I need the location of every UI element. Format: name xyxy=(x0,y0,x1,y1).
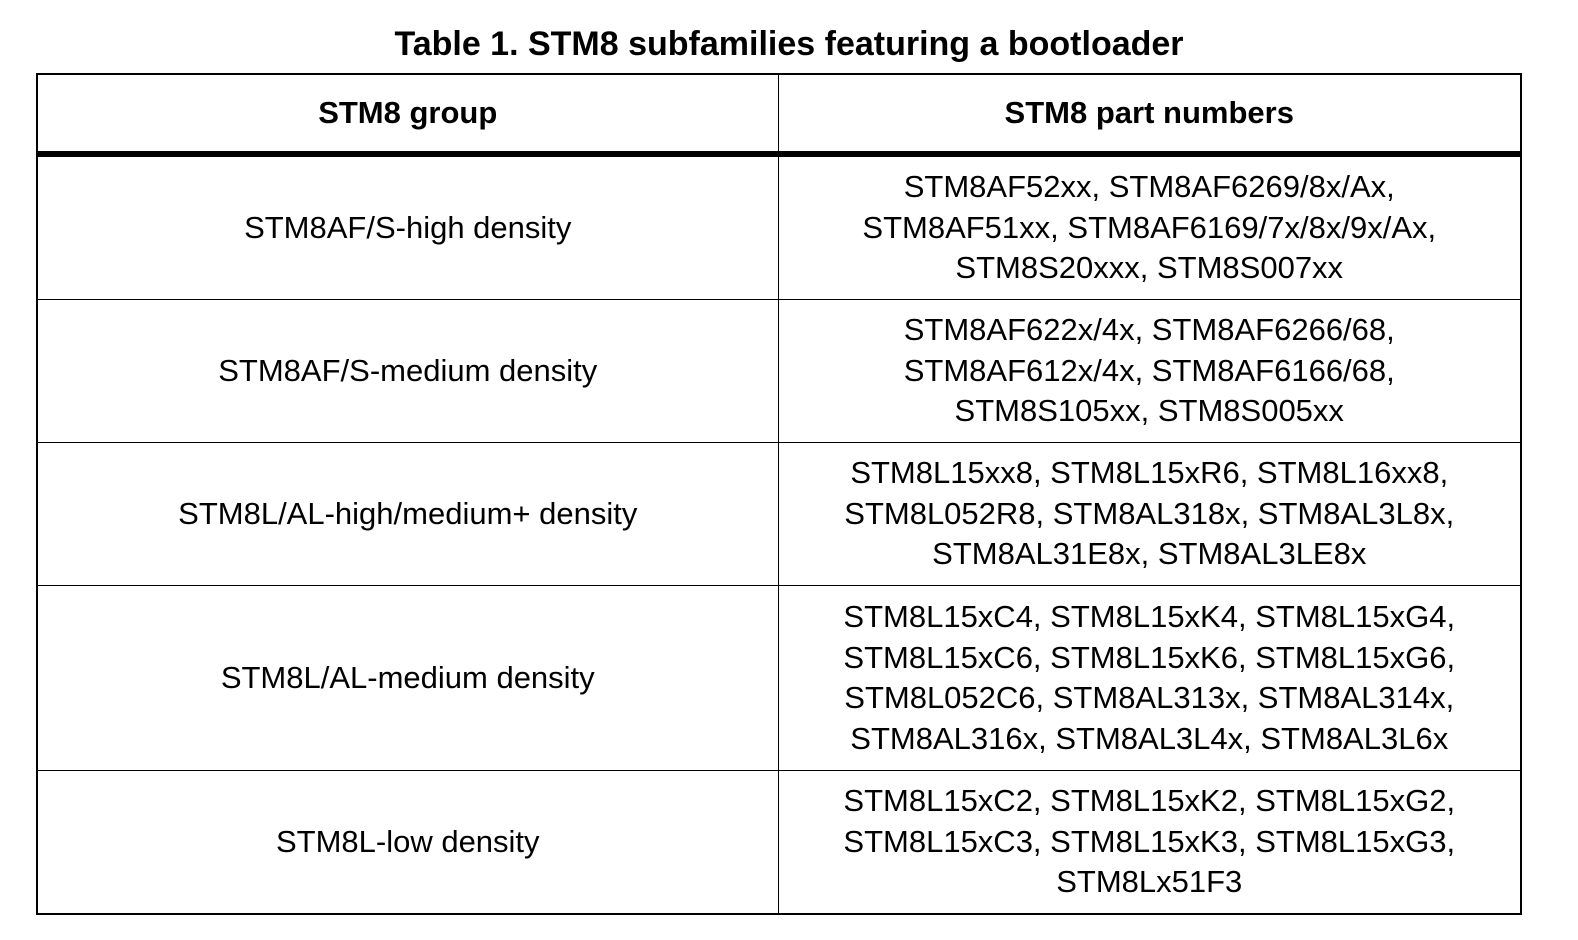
table-row: STM8L/AL-high/medium+ density STM8L15xx8… xyxy=(36,442,1522,586)
part-numbers-line: STM8L15xx8, STM8L15xR6, STM8L16xx8, xyxy=(850,455,1449,491)
table-caption: Table 1. STM8 subfamilies featuring a bo… xyxy=(394,25,1184,63)
table-row: STM8AF/S-high density STM8AF52xx, STM8AF… xyxy=(36,153,1522,300)
group-cell: STM8AF/S-medium density xyxy=(36,299,779,443)
part-numbers-line: STM8L15xC4, STM8L15xK4, STM8L15xG4, xyxy=(843,599,1456,634)
table-row: STM8L/AL-medium density STM8L15xC4, STM8… xyxy=(36,585,1522,771)
part-numbers-line: STM8AF51xx, STM8AF6169/7x/8x/9x/Ax, xyxy=(862,209,1437,245)
part-numbers-line: STM8AF52xx, STM8AF6269/8x/Ax, xyxy=(903,169,1395,205)
group-cell: STM8L/AL-high/medium+ density xyxy=(36,442,779,586)
group-cell: STM8L/AL-medium density xyxy=(36,585,779,771)
part-numbers-line: STM8L15xC6, STM8L15xK6, STM8L15xG6, xyxy=(843,639,1456,675)
part-numbers-line: STM8S20xxx, STM8S007xx xyxy=(955,250,1344,286)
part-numbers-cell: STM8L15xx8, STM8L15xR6, STM8L16xx8, STM8… xyxy=(777,442,1522,586)
part-numbers-line: STM8L15xC2, STM8L15xK2, STM8L15xG2, xyxy=(843,783,1456,819)
part-numbers-cell: STM8AF622x/4x, STM8AF6266/68, STM8AF612x… xyxy=(777,299,1522,443)
part-numbers-line: STM8S105xx, STM8S005xx xyxy=(954,393,1344,429)
stm8-bootloader-table: STM8 group STM8 part numbers STM8AF/S-hi… xyxy=(36,73,1522,915)
part-numbers-cell: STM8L15xC4, STM8L15xK4, STM8L15xG4, STM8… xyxy=(777,585,1522,771)
group-cell: STM8AF/S-high density xyxy=(36,153,779,300)
column-header-stm8-part-numbers: STM8 part numbers xyxy=(777,73,1522,157)
part-numbers-line: STM8AL316x, STM8AL3L4x, STM8AL3L6x xyxy=(850,720,1449,756)
part-numbers-line: STM8AF622x/4x, STM8AF6266/68, xyxy=(903,312,1395,348)
part-numbers-line: STM8Lx51F3 xyxy=(1056,864,1243,900)
table-row: STM8AF/S-medium density STM8AF622x/4x, S… xyxy=(36,299,1522,443)
column-header-stm8-group: STM8 group xyxy=(36,73,779,157)
part-numbers-line: STM8L052C6, STM8AL313x, STM8AL314x, xyxy=(844,680,1455,715)
group-cell: STM8L-low density xyxy=(36,770,779,915)
part-numbers-line: STM8L15xC3, STM8L15xK3, STM8L15xG3, xyxy=(843,823,1456,859)
part-numbers-line: STM8AL31E8x, STM8AL3LE8x xyxy=(932,536,1367,572)
part-numbers-line: STM8L052R8, STM8AL318x, STM8AL3L8x, xyxy=(844,495,1455,531)
table-header-row: STM8 group STM8 part numbers xyxy=(36,73,1522,157)
table-row: STM8L-low density STM8L15xC2, STM8L15xK2… xyxy=(36,770,1522,915)
part-numbers-cell: STM8L15xC2, STM8L15xK2, STM8L15xG2, STM8… xyxy=(777,770,1522,915)
part-numbers-cell: STM8AF52xx, STM8AF6269/8x/Ax, STM8AF51xx… xyxy=(777,153,1522,300)
part-numbers-line: STM8AF612x/4x, STM8AF6166/68, xyxy=(903,352,1395,388)
